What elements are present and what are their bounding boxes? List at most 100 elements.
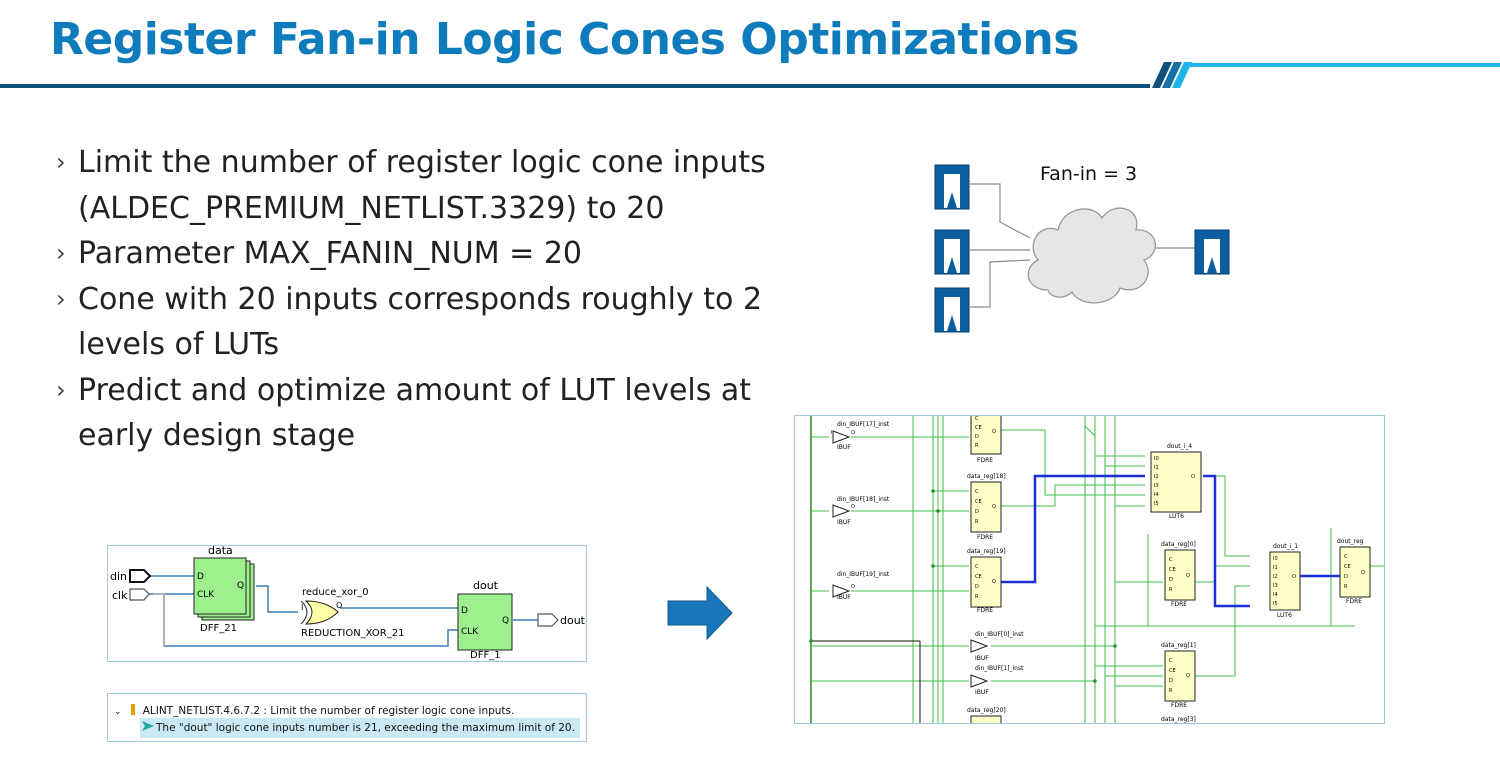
bullet-item: ›Parameter MAX_FANIN_NUM = 20 <box>52 231 782 277</box>
fdre-cell: data_reg[0] C CE D R Q FDRE <box>1161 541 1196 608</box>
svg-text:data_reg[1]: data_reg[1] <box>1161 642 1196 649</box>
lint-rule-row[interactable]: ⌄ ALINT_NETLIST.4.6.7.2 : Limit the numb… <box>114 704 514 717</box>
xor-pin-i: I <box>301 603 303 612</box>
svg-text:IBUF: IBUF <box>837 444 851 451</box>
dff1-pin-q: Q <box>502 616 509 626</box>
message-arrow-icon <box>142 721 154 731</box>
svg-text:C: C <box>975 564 979 570</box>
port-dout-label: dout <box>560 614 586 627</box>
clk-port-icon <box>129 588 150 601</box>
flip-flop-icon <box>934 287 970 333</box>
data-register-stack <box>193 557 255 621</box>
svg-text:I4: I4 <box>1273 592 1278 598</box>
svg-text:dout_i_1: dout_i_1 <box>1273 543 1298 550</box>
svg-text:I1: I1 <box>1154 465 1159 471</box>
fanin-label: Fan-in = 3 <box>1040 163 1137 185</box>
lint-detail-row[interactable]: The "dout" logic cone inputs number is 2… <box>140 718 580 738</box>
bullet-chevron: › <box>56 239 66 267</box>
svg-text:I5: I5 <box>1273 601 1278 607</box>
xor-pin-o: O <box>336 601 342 610</box>
ibuf-cell: din_IBUF[18]_inst O IBUF <box>832 496 890 526</box>
rtl-schematic-panel: din clk data D CLK Q DFF_21 reduce_xor_0… <box>107 544 587 662</box>
dff21-pin-clk: CLK <box>197 590 215 600</box>
svg-text:C: C <box>1169 557 1173 563</box>
svg-text:din_IBUF[17]_inst: din_IBUF[17]_inst <box>837 421 890 428</box>
xor-instance-label: reduce_xor_0 <box>302 587 369 598</box>
svg-text:IBUF: IBUF <box>837 594 851 601</box>
port-clk-label: clk <box>112 589 128 602</box>
slide-title: Register Fan-in Logic Cones Optimization… <box>50 14 1079 65</box>
bullet-chevron: › <box>56 284 66 313</box>
fdre-cell: C CE D R Q FDRE <box>970 416 1002 464</box>
svg-text:I4: I4 <box>1154 492 1159 498</box>
dout-register <box>457 593 513 651</box>
svg-text:FDRE: FDRE <box>1171 601 1187 608</box>
svg-text:O: O <box>851 504 855 510</box>
warning-bar-icon <box>131 704 136 715</box>
bullet-list: ›Limit the number of register logic cone… <box>52 140 782 459</box>
svg-text:CE: CE <box>1169 668 1176 674</box>
netlist-schematic: din_IBUF[17]_inst I O IBUF din_IBUF[18]_… <box>809 416 1384 723</box>
data-register-label: data <box>208 546 233 557</box>
svg-text:C: C <box>975 489 979 495</box>
rtl-schematic: din clk data D CLK Q DFF_21 reduce_xor_0… <box>110 544 586 661</box>
ibuf-cell: din_IBUF[19]_inst O IBUF <box>832 571 890 601</box>
svg-text:CE: CE <box>975 574 982 580</box>
right-arrow-icon <box>667 586 733 640</box>
lint-rule-text: ALINT_NETLIST.4.6.7.2 : Limit the number… <box>142 705 515 717</box>
svg-text:din_IBUF[18]_inst: din_IBUF[18]_inst <box>837 496 890 503</box>
svg-text:CE: CE <box>1169 567 1176 573</box>
svg-text:CE: CE <box>1344 564 1351 570</box>
flip-flop-icon <box>1194 229 1230 275</box>
title-underline <box>0 84 1150 88</box>
dout-port-icon <box>537 613 559 627</box>
svg-text:I3: I3 <box>1154 483 1159 489</box>
svg-text:data_reg[19]: data_reg[19] <box>967 548 1006 555</box>
svg-text:IBUF: IBUF <box>837 519 851 526</box>
svg-text:CE: CE <box>975 425 982 431</box>
svg-text:FDRE: FDRE <box>977 457 993 464</box>
svg-text:C: C <box>1344 554 1348 560</box>
xor-type-label: REDUCTION_XOR_21 <box>301 628 404 639</box>
lut-cell: dout_i_1 I0 I1 I2 I3 I4 I5 O LUT6 <box>1269 543 1301 619</box>
svg-text:Q: Q <box>1186 573 1190 579</box>
fdre-cell: data_reg[19] C CE D R Q FDRE <box>967 548 1006 614</box>
svg-text:D: D <box>1169 577 1173 583</box>
svg-text:I2: I2 <box>1273 574 1278 580</box>
svg-text:C: C <box>1169 658 1173 664</box>
expand-chevron-icon[interactable]: ⌄ <box>114 707 122 717</box>
ibuf-cell: din_IBUF[1]_inst IBUF <box>970 665 1024 696</box>
svg-text:I0: I0 <box>1273 556 1278 562</box>
netlist-reg-label: data_reg[3] <box>1161 716 1196 723</box>
svg-text:R: R <box>1169 688 1173 694</box>
svg-text:D: D <box>975 584 979 590</box>
svg-text:D: D <box>975 509 979 515</box>
dff21-pin-q: Q <box>237 581 244 591</box>
ibuf-cell: din_IBUF[17]_inst I O IBUF <box>831 421 890 451</box>
bullet-chevron: › <box>56 148 66 176</box>
din-port-icon <box>129 569 152 583</box>
dff21-pin-d: D <box>197 572 204 582</box>
port-din-label: din <box>110 570 127 583</box>
svg-text:O: O <box>1191 474 1195 480</box>
bullet-item: ›Predict and optimize amount of LUT leve… <box>52 368 782 459</box>
lint-message-panel: ⌄ ALINT_NETLIST.4.6.7.2 : Limit the numb… <box>107 693 587 742</box>
svg-text:I0: I0 <box>1154 456 1159 462</box>
svg-text:I2: I2 <box>1154 474 1159 480</box>
flip-flop-icon <box>934 229 970 275</box>
svg-text:LUT6: LUT6 <box>1277 612 1292 619</box>
svg-text:Q: Q <box>992 504 996 510</box>
title-slash-decoration <box>1152 62 1192 88</box>
svg-text:I5: I5 <box>1154 501 1159 507</box>
svg-text:D: D <box>975 434 979 440</box>
bullet-text: Cone with 20 inputs corresponds roughly … <box>78 281 763 363</box>
svg-text:O: O <box>851 584 855 590</box>
svg-text:data_reg[0]: data_reg[0] <box>1161 541 1196 548</box>
svg-text:data_reg[20]: data_reg[20] <box>967 707 1006 714</box>
svg-text:dout_i_4: dout_i_4 <box>1167 443 1192 450</box>
ibuf-cell: din_IBUF[0]_inst IBUF <box>970 631 1024 662</box>
dff1-label: DFF_1 <box>470 650 501 661</box>
flip-flop-icon <box>934 164 970 210</box>
svg-text:D: D <box>1344 574 1348 580</box>
svg-text:FDRE: FDRE <box>977 534 993 541</box>
